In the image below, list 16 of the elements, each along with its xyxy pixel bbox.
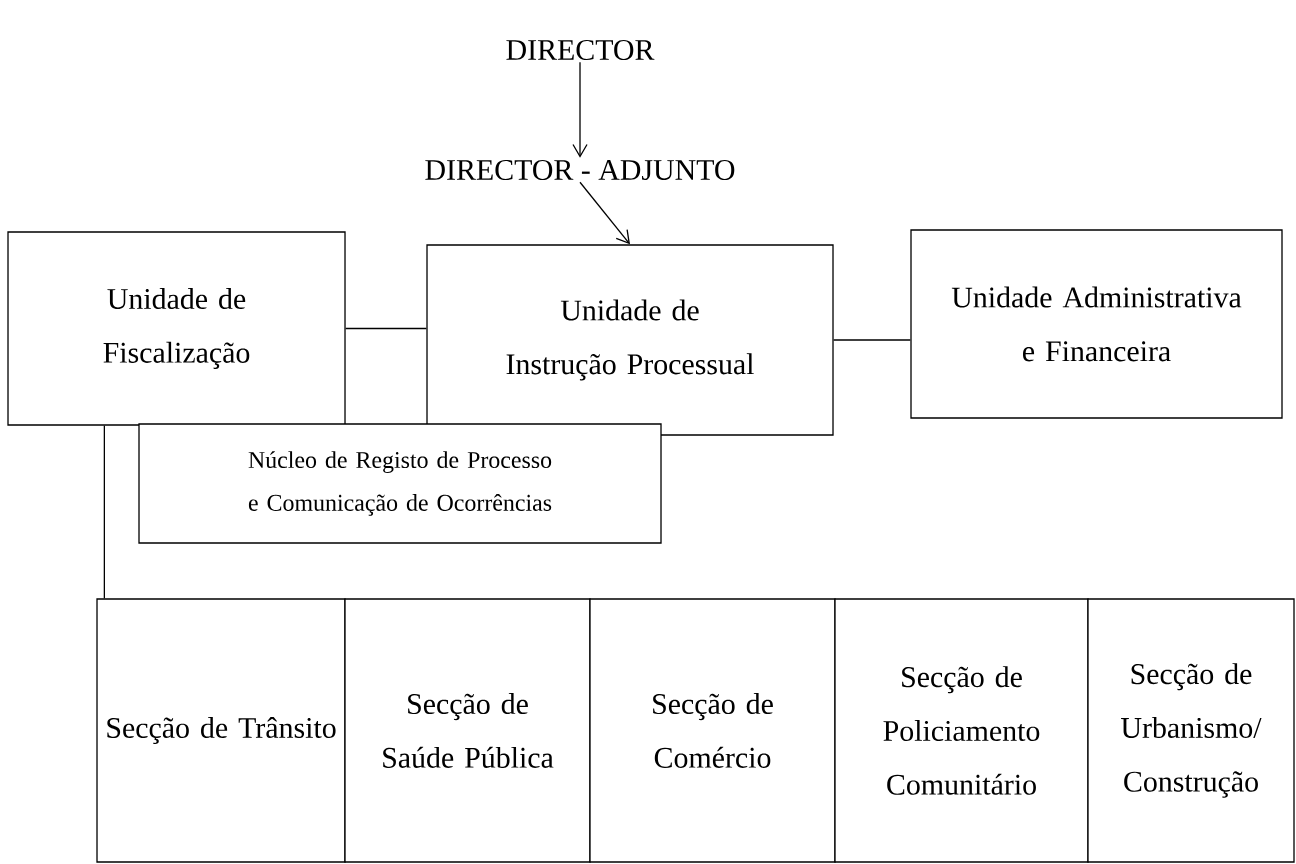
section-box: Secção de Urbanismo/ Construção: [1087, 598, 1295, 863]
unit-box: Núcleo de Registo de Processo e Comunicação de Ocorrências: [138, 423, 662, 544]
unit-box: Unidade de Fiscalização: [7, 231, 346, 426]
arrow: [572, 61, 588, 158]
connector-line: [345, 327, 427, 330]
connector-line: [103, 425, 105, 599]
section-box: Secção de Trânsito: [96, 598, 346, 863]
arrow: [579, 181, 630, 245]
title-text: DIRECTOR: [506, 39, 655, 61]
title-text: DIRECTOR - ADJUNTO: [425, 159, 735, 181]
connector-line: [833, 339, 911, 341]
section-box: Secção de Saúde Pública: [344, 598, 591, 863]
section-box: Secção de Policiamento Comunitário: [834, 598, 1089, 863]
unit-box: Unidade de Instrução Processual: [426, 244, 834, 436]
unit-box: Unidade Administrativa e Financeira: [910, 229, 1283, 419]
section-box: Secção de Comércio: [589, 598, 836, 863]
